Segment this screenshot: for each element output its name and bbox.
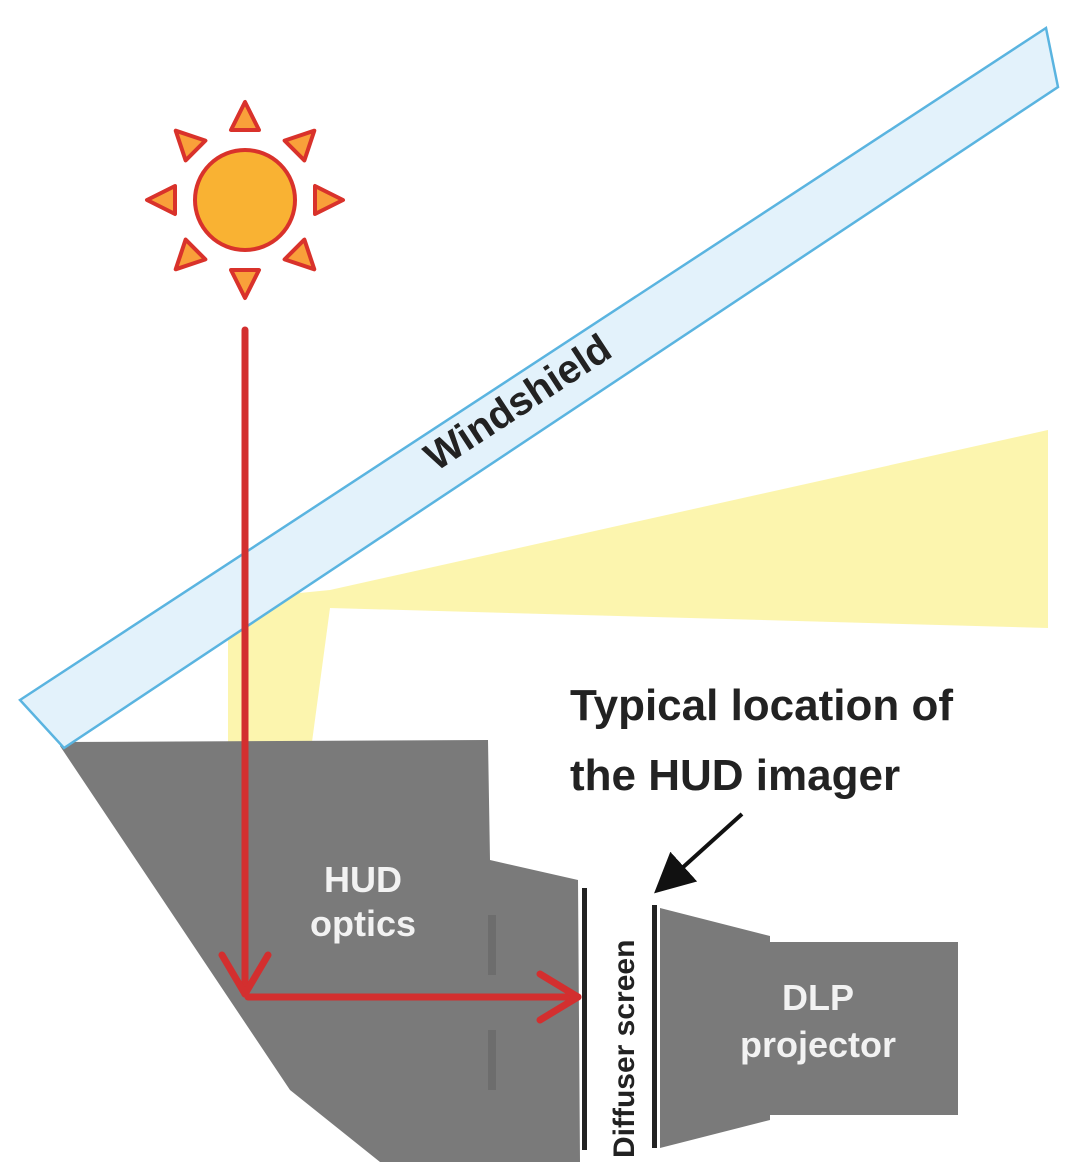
dlp-projector-label-line1: DLP	[782, 977, 854, 1018]
windshield	[18, 25, 1060, 750]
dlp-projector-body	[660, 908, 958, 1148]
hud-optics-vent	[488, 1030, 496, 1090]
diffuser-screen-line	[582, 888, 587, 1150]
hud-optics-label-line1: HUD	[324, 859, 402, 900]
sun-icon	[145, 100, 345, 300]
imager-location-label-line2: the HUD imager	[570, 751, 900, 800]
sunlight-ray-arrow	[218, 326, 582, 1024]
hud-optics-housing	[60, 740, 580, 1162]
virtual-image-beam	[228, 430, 1048, 742]
diffuser-screen-label: Diffuser screen	[608, 940, 641, 1158]
hud-optics-label-line2: optics	[310, 903, 416, 944]
dlp-projector-label-line2: projector	[740, 1024, 896, 1065]
hud-optics-vent	[488, 915, 496, 975]
windshield-label: Windshield	[417, 326, 619, 479]
pointer-arrow	[654, 812, 744, 894]
imager-location-label-line1: Typical location of	[570, 681, 953, 730]
hud-imager-line	[652, 905, 657, 1148]
